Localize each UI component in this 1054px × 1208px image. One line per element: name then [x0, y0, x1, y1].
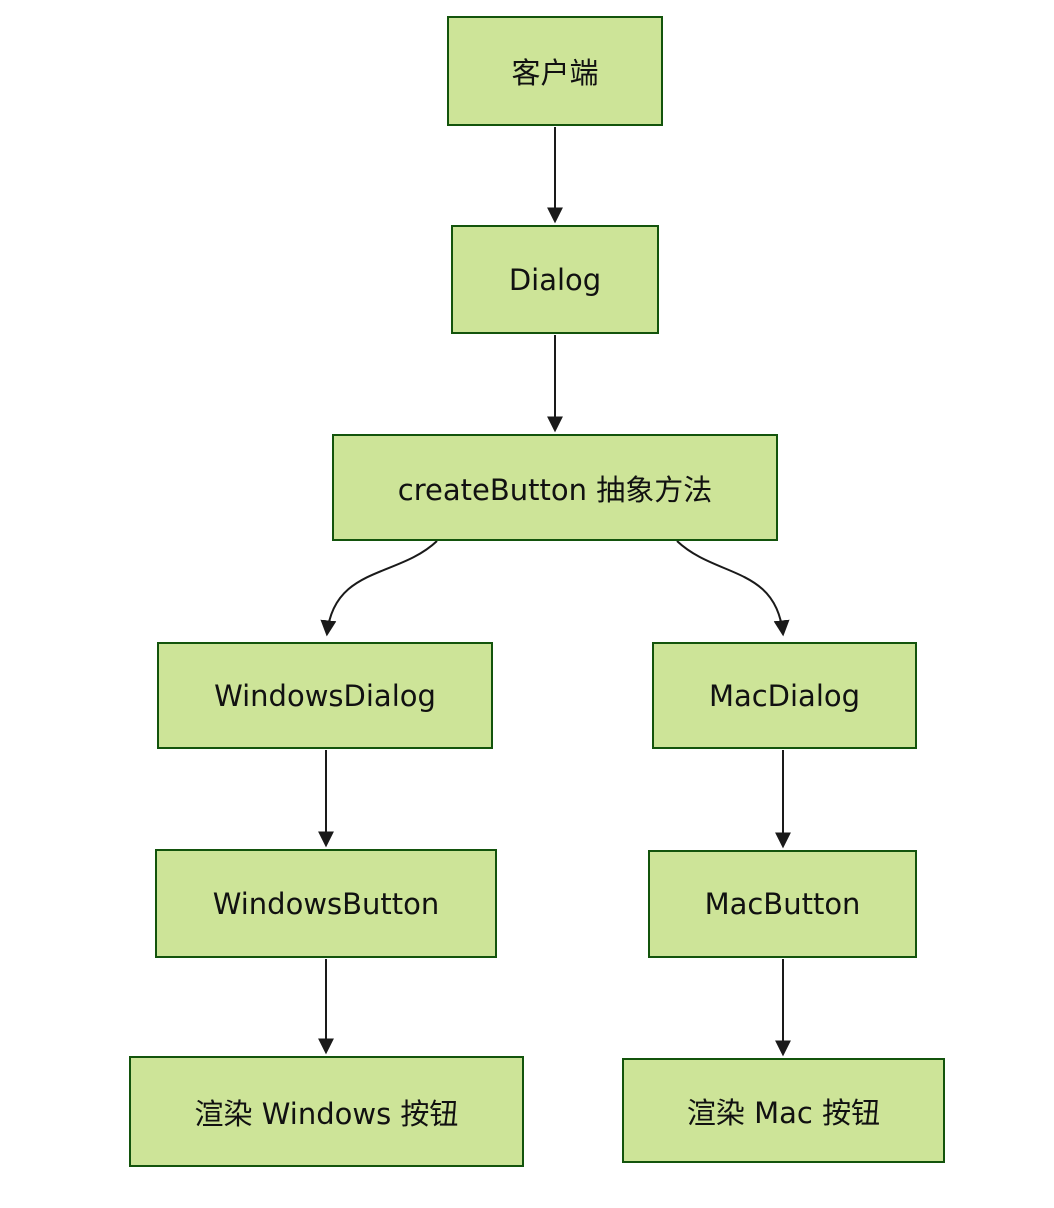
edge-createbutton-windowsdialog	[320, 540, 438, 637]
node-render-windows-label: 渲染 Windows 按钮	[194, 1096, 459, 1131]
node-windows-dialog: WindowsDialog	[157, 642, 493, 749]
node-windows-dialog-label: WindowsDialog	[214, 678, 436, 713]
node-render-windows-button: 渲染 Windows 按钮	[129, 1056, 524, 1167]
node-render-mac-label: 渲染 Mac 按钮	[686, 1095, 881, 1130]
node-mac-dialog-label: MacDialog	[708, 678, 861, 713]
node-windows-button-label: WindowsButton	[212, 886, 440, 921]
node-dialog: Dialog	[451, 225, 659, 334]
node-client: 客户端	[447, 16, 663, 126]
node-windows-button: WindowsButton	[155, 849, 497, 958]
node-create-button-method: createButton 抽象方法	[332, 434, 778, 541]
node-render-mac-button: 渲染 Mac 按钮	[622, 1058, 945, 1163]
node-mac-button: MacButton	[648, 850, 917, 958]
node-client-label: 客户端	[511, 56, 599, 90]
node-mac-dialog: MacDialog	[652, 642, 917, 749]
edge-createbutton-macdialog	[676, 540, 790, 637]
node-create-button-label: createButton 抽象方法	[397, 472, 713, 507]
node-mac-button-label: MacButton	[704, 887, 861, 921]
node-dialog-label: Dialog	[508, 262, 602, 297]
